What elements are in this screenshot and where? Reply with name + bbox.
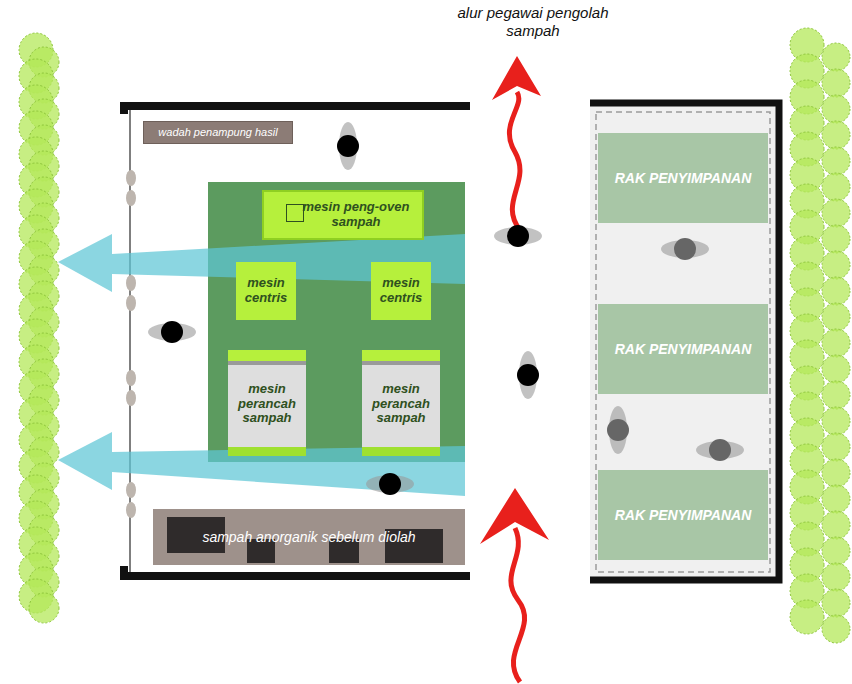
centrifuge-machine: mesin centris (371, 262, 431, 320)
tree (822, 537, 850, 565)
tree (822, 511, 850, 539)
container-box: wadah penampung hasil (143, 121, 293, 144)
worker-flow-head (480, 488, 549, 544)
tree (822, 251, 850, 279)
storage-wall (590, 103, 779, 580)
oven-machine: mesin peng-oven sampah (262, 190, 424, 240)
person (696, 439, 744, 461)
node-label: mesin perancah sampah (228, 382, 306, 427)
machine-area (208, 182, 465, 462)
person (148, 321, 196, 343)
storage-rack: RAK PENYIMPANAN (598, 470, 768, 560)
tree (822, 225, 850, 253)
oven-door (286, 204, 304, 222)
tree (822, 485, 850, 513)
tree (822, 407, 850, 435)
tree (822, 199, 850, 227)
trees (19, 28, 850, 643)
storage-rack: RAK PENYIMPANAN (598, 304, 768, 394)
person (661, 238, 709, 260)
shredder-machine: mesin perancah sampah (362, 350, 440, 456)
worker-flow (509, 92, 520, 230)
person (366, 473, 414, 495)
tree (822, 459, 850, 487)
tree (29, 593, 59, 623)
shredder-machine: mesin perancah sampah (228, 350, 306, 456)
node-label: RAK PENYIMPANAN (612, 341, 755, 357)
node-label: RAK PENYIMPANAN (612, 507, 755, 523)
person (337, 122, 359, 170)
centrifuge-machine: mesin centris (236, 262, 296, 320)
storage-rack: RAK PENYIMPANAN (598, 133, 768, 223)
tree (822, 121, 850, 149)
tree (822, 147, 850, 175)
building-wall (124, 566, 470, 576)
waste-storage: sampah anorganik sebelum diolah (153, 509, 465, 565)
person (607, 406, 629, 454)
tree (822, 277, 850, 305)
person (517, 351, 539, 399)
tree (822, 43, 850, 71)
storage-boundary (596, 112, 770, 572)
node-label: wadah penampung hasil (155, 126, 280, 139)
person (494, 225, 542, 247)
tree (822, 381, 850, 409)
tree (822, 615, 850, 643)
tree (790, 600, 824, 634)
tree (822, 69, 850, 97)
tree (822, 563, 850, 591)
tree (822, 173, 850, 201)
tree (822, 355, 850, 383)
worker-flow-head (492, 56, 541, 100)
tree (822, 95, 850, 123)
tree (822, 303, 850, 331)
flow-note: alur pegawai pengolah sampah (448, 4, 618, 40)
building-wall (124, 106, 470, 114)
tree (822, 433, 850, 461)
worker-flow (511, 528, 525, 682)
node-label: sampah anorganik sebelum diolah (199, 529, 418, 545)
storage-floor (590, 104, 776, 578)
node-label: mesin centris (236, 276, 296, 306)
node-label: RAK PENYIMPANAN (612, 170, 755, 186)
node-label: mesin peng-oven sampah (290, 200, 422, 230)
tree (822, 589, 850, 617)
tree (822, 329, 850, 357)
node-label: mesin perancah sampah (362, 382, 440, 427)
node-label: mesin centris (371, 276, 431, 306)
